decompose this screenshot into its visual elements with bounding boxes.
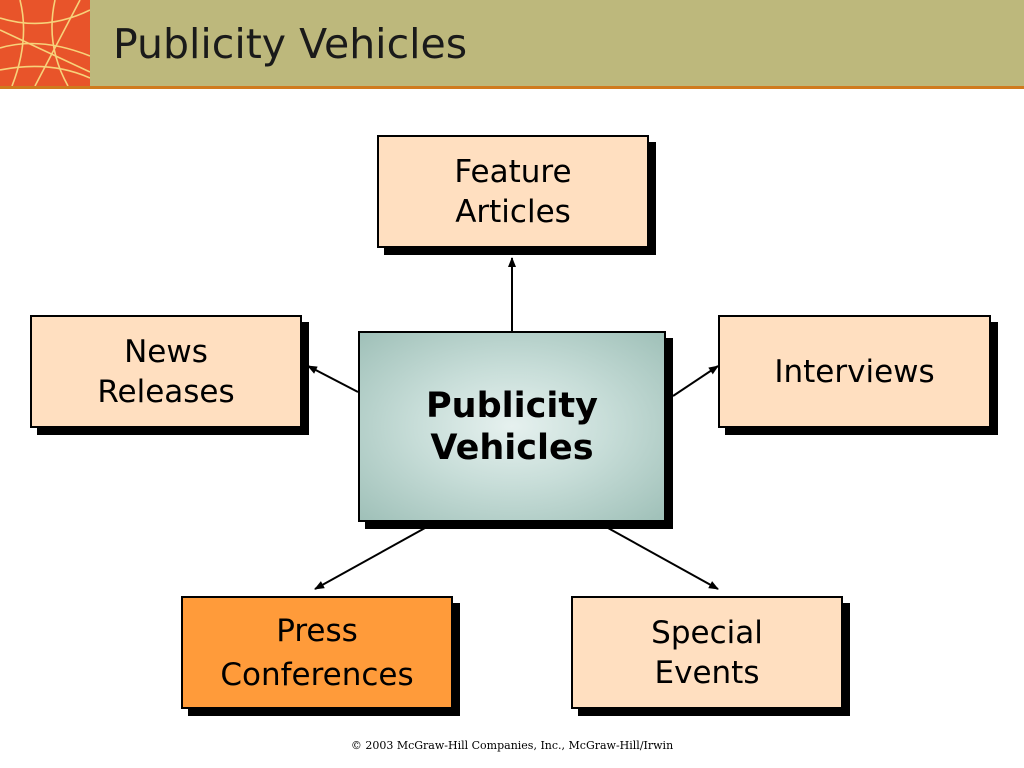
arrow-to-press-conferences [314, 527, 426, 590]
arrow-to-special-events [607, 527, 719, 590]
node-label-line: Interviews [774, 354, 935, 390]
center-label-line: Publicity [426, 385, 598, 426]
node-interviews: Interviews [718, 315, 991, 428]
node-label-line: Conferences [220, 656, 414, 693]
page-title: Publicity Vehicles [113, 20, 468, 68]
slide-header: Publicity Vehicles [0, 0, 1024, 89]
node-center-publicity-vehicles: Publicity Vehicles [358, 331, 666, 522]
node-feature-articles: Feature Articles [377, 135, 649, 248]
node-label-line: Events [654, 654, 760, 691]
center-label-line: Vehicles [430, 427, 594, 468]
node-label-line: Special [651, 614, 763, 651]
node-label-line: News [124, 333, 208, 370]
node-label-line: Articles [455, 193, 571, 230]
arrow-to-news-releases [307, 365, 359, 393]
node-label-line: Releases [97, 373, 235, 410]
node-press-conferences: Press Conferences [181, 596, 453, 709]
node-label-line: Press [276, 612, 358, 649]
logo-lines-icon [0, 0, 90, 86]
node-news-releases: News Releases [30, 315, 302, 428]
node-special-events: Special Events [571, 596, 843, 709]
arrow-to-interviews [672, 365, 719, 397]
node-label-line: Feature [454, 153, 572, 190]
copyright-footer: © 2003 McGraw-Hill Companies, Inc., McGr… [350, 739, 674, 752]
